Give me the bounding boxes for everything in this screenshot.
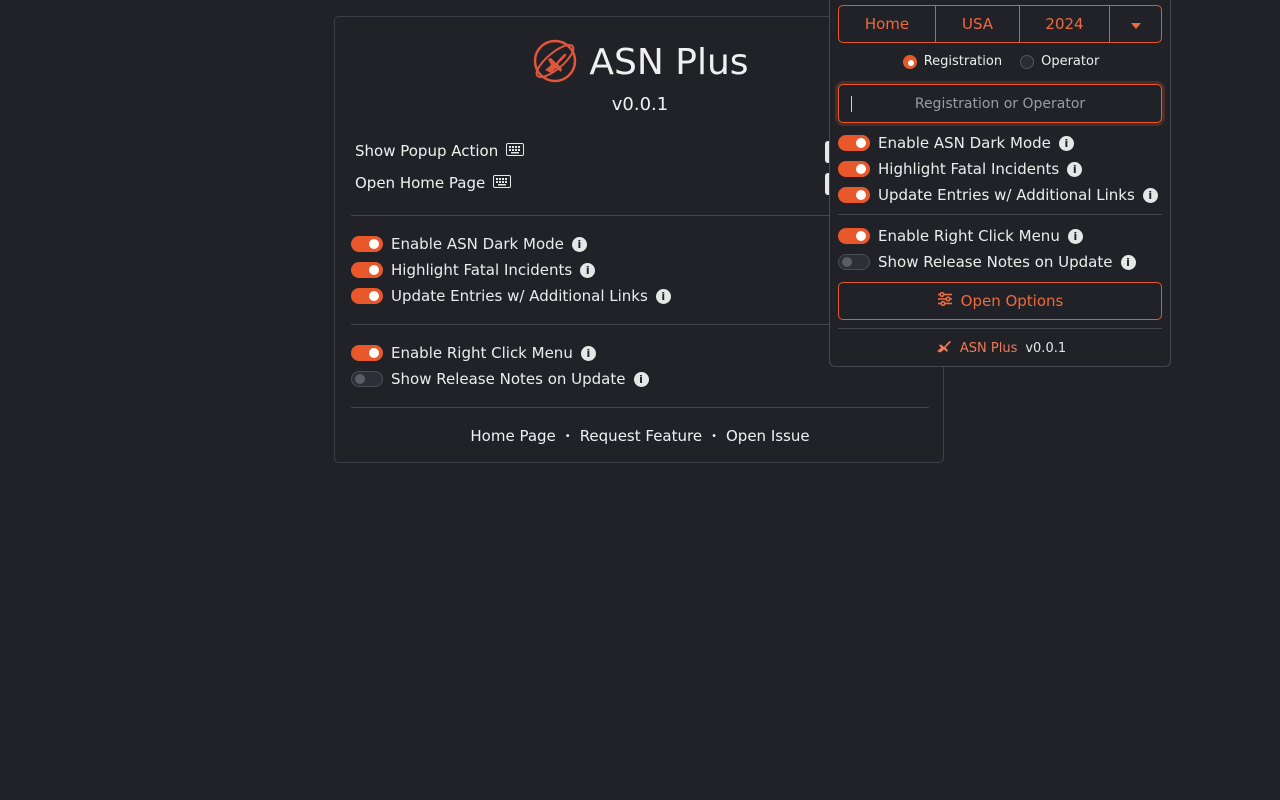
setting-label: Update Entries w/ Additional Links bbox=[391, 287, 648, 305]
country-button[interactable]: USA bbox=[936, 6, 1020, 42]
additional-links-toggle[interactable] bbox=[838, 187, 870, 203]
popup-footer: ASN Plus v0.0.1 bbox=[830, 339, 1172, 357]
text-cursor bbox=[851, 96, 852, 112]
highlight-fatal-toggle[interactable] bbox=[838, 161, 870, 177]
additional-links-toggle[interactable] bbox=[351, 288, 383, 304]
open-options-label: Open Options bbox=[960, 292, 1064, 310]
home-button[interactable]: Home bbox=[839, 6, 936, 42]
brand-title: ASN Plus bbox=[589, 42, 749, 83]
open-options-button[interactable]: Open Options bbox=[838, 282, 1162, 320]
info-icon[interactable]: i bbox=[655, 288, 671, 304]
plane-icon bbox=[936, 339, 952, 357]
extension-popup: Home USA 2024 Registration Operator Enab… bbox=[829, 0, 1171, 367]
popup-setting-right-click: Enable Right Click Menu i bbox=[838, 226, 1083, 246]
radio-operator[interactable]: Operator bbox=[1020, 54, 1099, 69]
radio-indicator bbox=[1020, 54, 1035, 69]
request-feature-link[interactable]: Request Feature bbox=[579, 427, 703, 445]
radio-registration[interactable]: Registration bbox=[902, 54, 1003, 69]
brand-header: ASN Plus bbox=[335, 39, 945, 85]
footer-brand: ASN Plus bbox=[959, 340, 1018, 356]
popup-setting-release-notes: Show Release Notes on Update i bbox=[838, 252, 1136, 272]
setting-release-notes: Show Release Notes on Update i bbox=[351, 369, 649, 389]
setting-label: Update Entries w/ Additional Links bbox=[878, 186, 1135, 204]
info-icon[interactable]: i bbox=[1120, 254, 1136, 270]
year-button[interactable]: 2024 bbox=[1020, 6, 1110, 42]
radio-label: Operator bbox=[1041, 54, 1100, 69]
info-icon[interactable]: i bbox=[1142, 187, 1158, 203]
shortcut-label: Open Home Page bbox=[355, 174, 486, 192]
setting-label: Enable Right Click Menu bbox=[878, 227, 1060, 245]
setting-label: Enable Right Click Menu bbox=[391, 344, 573, 362]
shortcut-label: Show Popup Action bbox=[355, 142, 499, 160]
footer-version: v0.0.1 bbox=[1025, 340, 1067, 356]
separator-dot: • bbox=[711, 431, 717, 442]
radio-label: Registration bbox=[923, 54, 1003, 69]
highlight-fatal-toggle[interactable] bbox=[351, 262, 383, 278]
sliders-icon bbox=[937, 291, 953, 310]
setting-label: Show Release Notes on Update bbox=[391, 370, 626, 388]
dark-mode-toggle[interactable] bbox=[351, 236, 383, 252]
keyboard-icon bbox=[506, 142, 525, 160]
setting-label: Show Release Notes on Update bbox=[878, 253, 1113, 271]
dark-mode-toggle[interactable] bbox=[838, 135, 870, 151]
plane-logo-icon bbox=[531, 37, 579, 89]
home-page-link[interactable]: Home Page bbox=[470, 427, 556, 445]
setting-label: Enable ASN Dark Mode bbox=[391, 235, 564, 253]
shortcut-open-home[interactable]: Open Home Page bbox=[355, 174, 512, 192]
nav-button-group: Home USA 2024 bbox=[838, 5, 1162, 43]
popup-setting-highlight-fatal: Highlight Fatal Incidents i bbox=[838, 159, 1083, 179]
info-icon[interactable]: i bbox=[580, 262, 596, 278]
popup-setting-additional-links: Update Entries w/ Additional Links i bbox=[838, 185, 1158, 205]
search-mode-radios: Registration Operator bbox=[830, 54, 1172, 69]
divider bbox=[351, 324, 929, 325]
search-input[interactable] bbox=[838, 84, 1162, 123]
popup-setting-dark-mode: Enable ASN Dark Mode i bbox=[838, 133, 1074, 153]
setting-label: Enable ASN Dark Mode bbox=[878, 134, 1051, 152]
release-notes-toggle[interactable] bbox=[351, 371, 383, 387]
info-icon[interactable]: i bbox=[1058, 135, 1074, 151]
info-icon[interactable]: i bbox=[580, 345, 596, 361]
info-icon[interactable]: i bbox=[633, 371, 649, 387]
right-click-toggle[interactable] bbox=[351, 345, 383, 361]
footer-links: Home Page • Request Feature • Open Issue bbox=[335, 427, 945, 445]
setting-label: Highlight Fatal Incidents bbox=[391, 261, 573, 279]
divider bbox=[838, 328, 1162, 329]
keyboard-icon bbox=[493, 174, 512, 192]
info-icon[interactable]: i bbox=[1067, 161, 1083, 177]
divider bbox=[351, 215, 929, 216]
setting-label: Highlight Fatal Incidents bbox=[878, 160, 1060, 178]
setting-right-click: Enable Right Click Menu i bbox=[351, 343, 596, 363]
separator-dot: • bbox=[564, 431, 571, 442]
info-icon[interactable]: i bbox=[571, 236, 587, 252]
right-click-toggle[interactable] bbox=[838, 228, 870, 244]
divider bbox=[838, 214, 1162, 215]
divider bbox=[351, 407, 929, 408]
setting-highlight-fatal: Highlight Fatal Incidents i bbox=[351, 260, 596, 280]
info-icon[interactable]: i bbox=[1067, 228, 1083, 244]
setting-dark-mode: Enable ASN Dark Mode i bbox=[351, 234, 587, 254]
open-issue-link[interactable]: Open Issue bbox=[725, 427, 810, 445]
shortcut-show-popup[interactable]: Show Popup Action bbox=[355, 142, 525, 160]
dropdown-button[interactable] bbox=[1110, 6, 1161, 42]
release-notes-toggle[interactable] bbox=[838, 254, 870, 270]
caret-down-icon bbox=[1130, 15, 1141, 33]
setting-additional-links: Update Entries w/ Additional Links i bbox=[351, 286, 671, 306]
radio-selected-indicator bbox=[902, 54, 917, 69]
version-label: v0.0.1 bbox=[611, 94, 669, 115]
